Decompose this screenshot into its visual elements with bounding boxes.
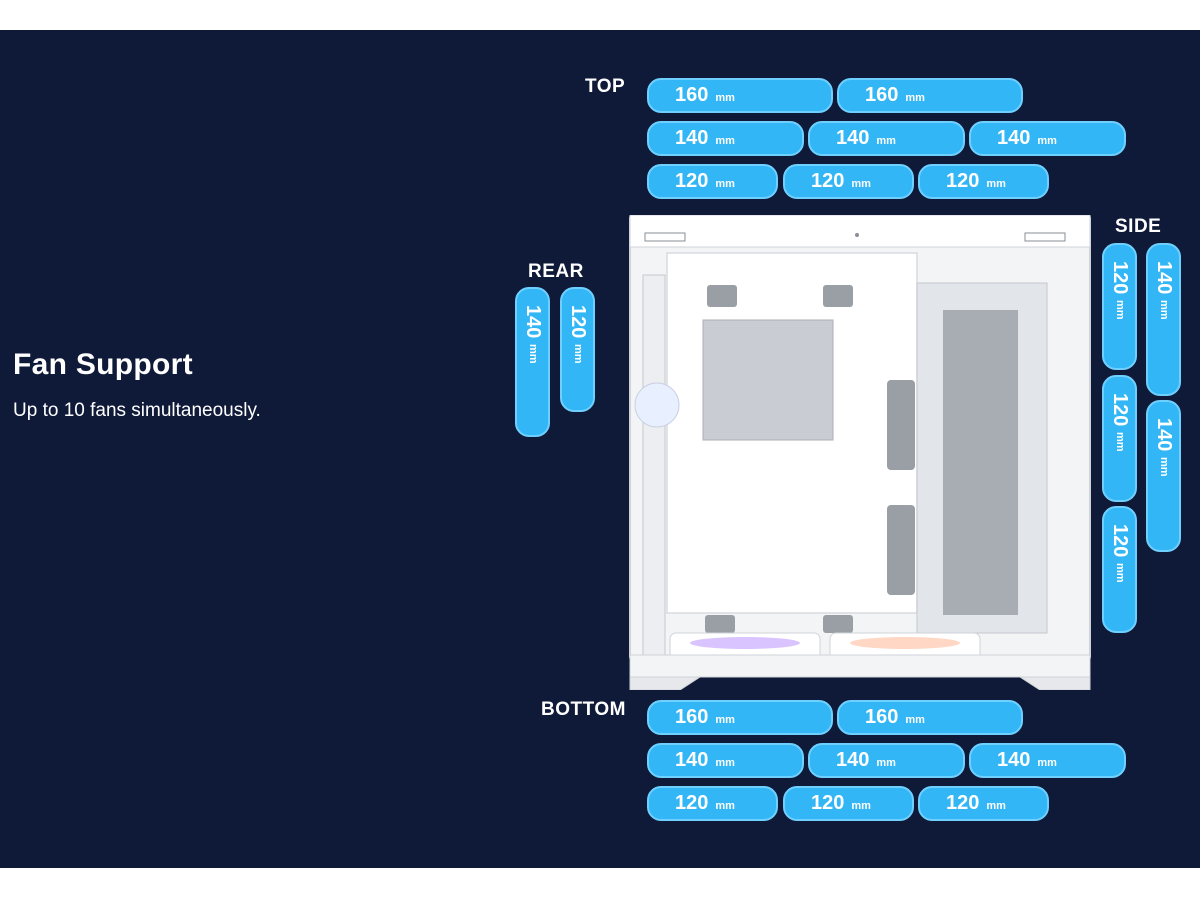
case-foot-left <box>629 676 702 690</box>
rear-fan-slot: 120mm <box>560 287 595 412</box>
side-mesh <box>943 310 1018 615</box>
case-top-panel <box>629 215 1091 248</box>
side-fan-slot: 120mm <box>1102 506 1137 633</box>
side-fan-slot: 140mm <box>1146 243 1181 396</box>
page-subtitle: Up to 10 fans simultaneously. <box>13 400 261 421</box>
top-vent-right <box>1024 232 1066 242</box>
cable-grommet <box>705 615 735 633</box>
grommet-strip <box>887 380 915 470</box>
side-fan-slot: 120mm <box>1102 243 1137 370</box>
side-label: SIDE <box>1115 216 1162 237</box>
case-base <box>629 654 1091 678</box>
top-vent-left <box>644 232 686 242</box>
rear-fan-slot: 140mm <box>515 287 550 437</box>
rear-label: REAR <box>528 261 584 282</box>
rear-fan <box>634 382 680 428</box>
fan-rgb-glow <box>690 637 800 649</box>
top-screw <box>855 233 859 237</box>
side-fan-slot: 140mm <box>1146 400 1181 552</box>
fan-support-panel: Fan Support Up to 10 fans simultaneously… <box>0 30 1200 868</box>
bottom-label: BOTTOM <box>541 699 626 720</box>
pc-case-illustration <box>629 215 1091 690</box>
rear-panel <box>642 274 666 656</box>
fan-rgb-glow <box>850 637 960 649</box>
case-foot-right <box>1018 676 1091 690</box>
cable-grommet <box>823 285 853 307</box>
cable-grommet <box>823 615 853 633</box>
side-fan-slot: 120mm <box>1102 375 1137 502</box>
top-label: TOP <box>585 76 626 97</box>
cable-grommet <box>707 285 737 307</box>
grommet-strip <box>887 505 915 595</box>
cpu-cutout <box>702 319 834 441</box>
page-title: Fan Support <box>13 348 193 381</box>
